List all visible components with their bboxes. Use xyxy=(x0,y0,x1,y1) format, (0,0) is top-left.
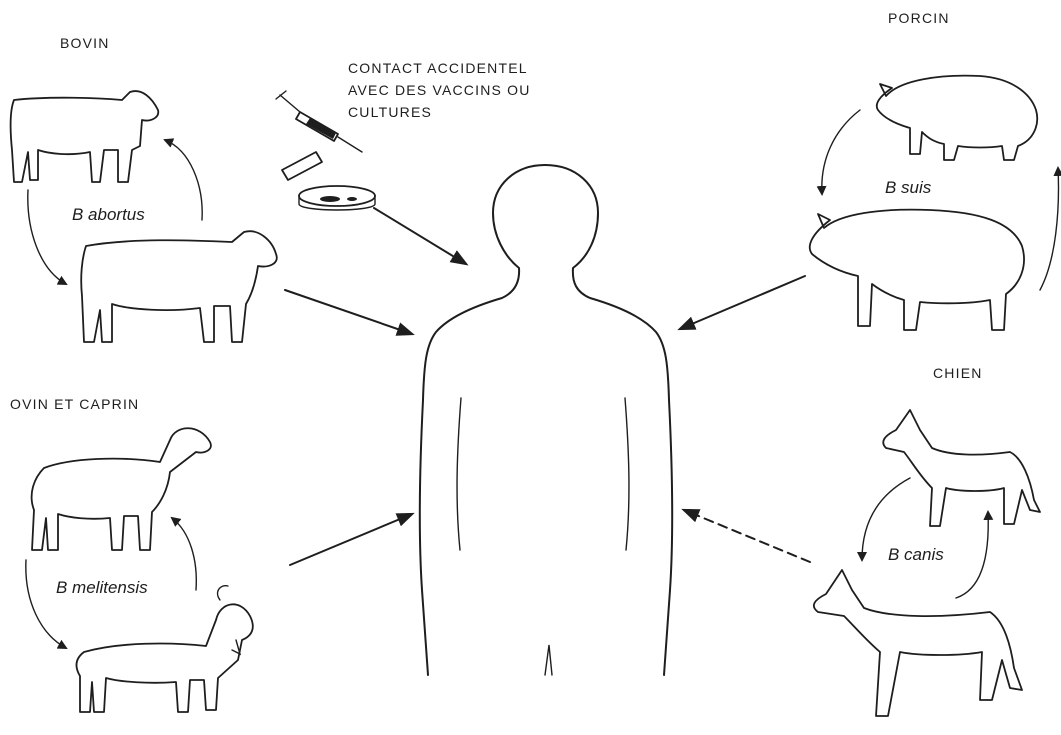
petri-dish-icon xyxy=(299,186,375,210)
pig-icon xyxy=(810,76,1037,330)
cow-icon xyxy=(11,91,277,342)
goat-icon xyxy=(77,586,253,712)
cycle-arrows xyxy=(26,110,1059,648)
human-silhouette-icon xyxy=(420,165,672,675)
dog-icon xyxy=(814,410,1040,716)
transmission-arrows xyxy=(285,208,810,565)
syringe-icon xyxy=(276,91,362,180)
